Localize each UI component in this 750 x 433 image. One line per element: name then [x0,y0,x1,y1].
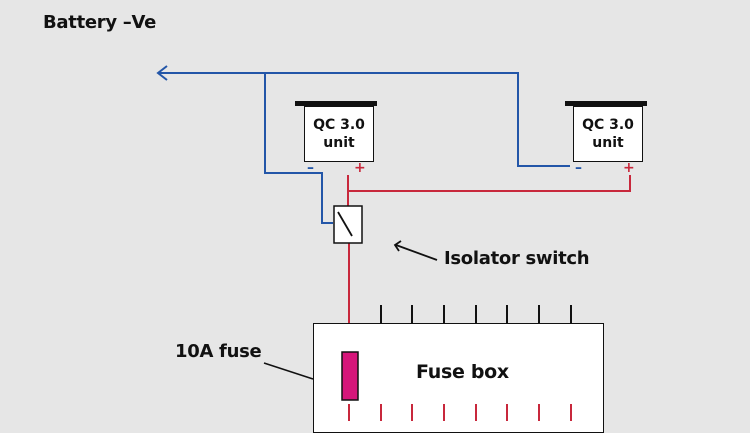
battery-arrowhead-icon [156,65,168,81]
unit1-top-bar [295,101,377,106]
qc-unit-2-title: QC 3.0 [582,117,634,133]
fuse-box-label: Fuse box [416,361,509,383]
fuse-box-bottom-terminals [348,404,572,421]
unit2-positive-sign: + [623,160,635,176]
isolator-pointer-arrow [393,240,438,261]
fuse-box-top-terminals [380,305,572,323]
qc-unit-1: QC 3.0 unit [304,106,374,162]
negative-wires [156,65,570,224]
fuse-leader-line [263,362,314,380]
unit1-positive-sign: + [354,160,366,176]
negative-trunk-wire [158,72,570,167]
positive-wires [347,175,631,323]
fuse-10a-label: 10A fuse [175,341,262,362]
qc-unit-1-title: QC 3.0 [313,117,365,133]
unit1-negative-sign: – [307,160,314,176]
fuse-box-terminals [341,305,572,421]
wiring-diagram: QC 3.0 unit QC 3.0 unit – + – + [43,12,647,433]
isolator-switch-label: Isolator switch [444,248,590,269]
unit2-positive-wire [348,175,631,192]
qc-unit-1-subtitle: unit [323,135,355,151]
qc-unit-2: QC 3.0 unit [573,106,643,162]
unit2-top-bar [565,101,647,106]
fuse-box [313,323,604,433]
qc-unit-2-subtitle: unit [592,135,624,151]
isolator-switch-blade [337,211,353,237]
unit2-negative-sign: – [575,160,582,176]
negative-branch-wire [264,73,333,224]
fuse-10a [341,351,359,401]
battery-negative-label: Battery –Ve [43,12,157,33]
wiring-lines [156,65,647,380]
